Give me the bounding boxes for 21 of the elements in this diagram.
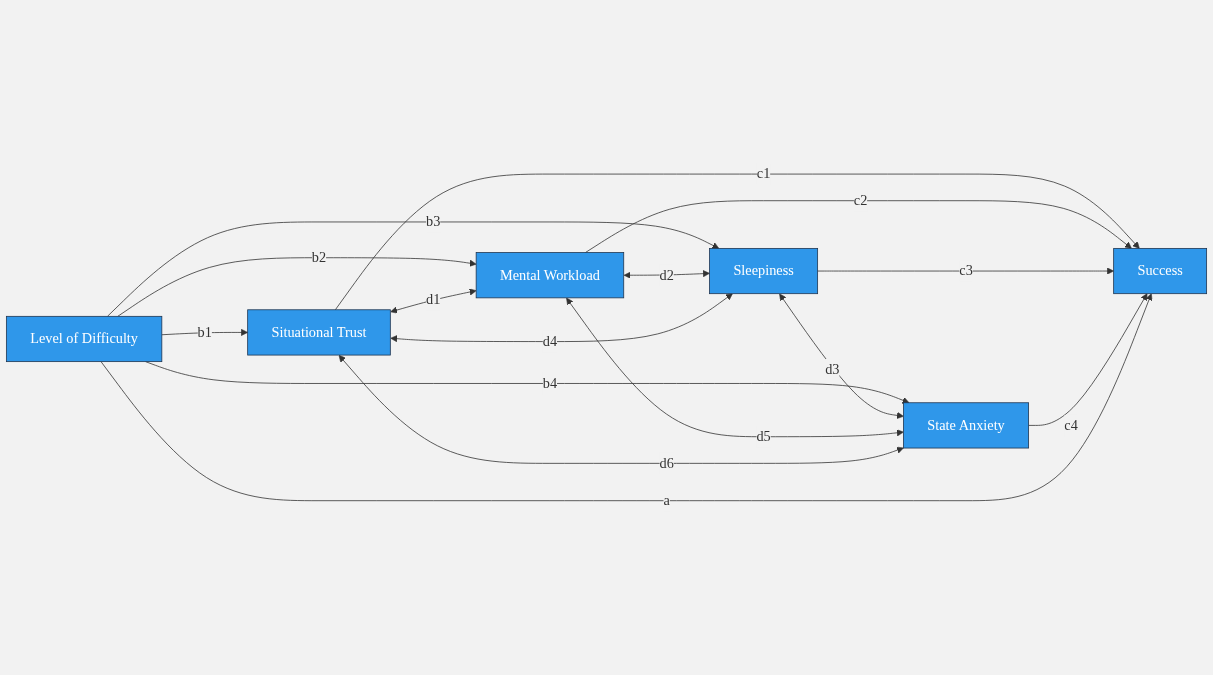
edge-label: d4 xyxy=(542,333,558,350)
edge-label: d1 xyxy=(426,291,441,308)
edge-label: d2 xyxy=(659,266,674,283)
edge-label: c4 xyxy=(1064,417,1078,434)
edge-label: d5 xyxy=(756,428,771,445)
edge-label: d3 xyxy=(825,361,840,378)
edge-label: c1 xyxy=(756,165,771,182)
node-box: Mental Workload xyxy=(475,252,625,299)
node-box: Success xyxy=(1113,248,1207,295)
node-box: State Anxiety xyxy=(903,402,1029,449)
edge-label: c2 xyxy=(853,192,868,209)
edge-label: c3 xyxy=(959,262,973,279)
edge-label: a xyxy=(663,492,670,509)
edge-label: b2 xyxy=(311,249,327,266)
node-box: Sleepiness xyxy=(709,248,819,295)
edge-label: d6 xyxy=(659,455,674,471)
edge-label: b3 xyxy=(426,213,441,230)
edge-label: b4 xyxy=(542,375,558,392)
node-box: Level of Difficulty xyxy=(6,316,163,363)
edge-label: b1 xyxy=(197,324,212,341)
node-box: Situational Trust xyxy=(247,309,391,356)
